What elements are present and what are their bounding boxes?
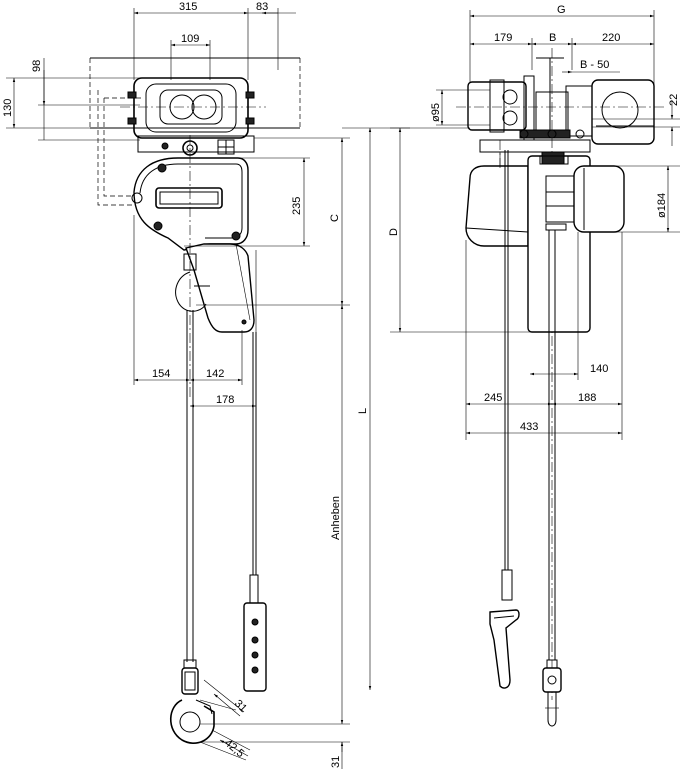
dim-179-label: 179 — [494, 32, 512, 44]
dim-phi184-label: ø184 — [656, 193, 668, 218]
front-dim-130-98 — [6, 58, 140, 141]
dim-154-label: 154 — [152, 368, 170, 380]
side-hoist-body — [465, 151, 625, 333]
dim-G-label: G — [557, 4, 566, 16]
side-dim-phi95 — [436, 89, 490, 126]
dim-245-label: 245 — [484, 392, 502, 404]
dim-142-label: 142 — [206, 368, 224, 380]
side-bottom-hook — [542, 659, 562, 727]
side-trolley — [456, 75, 666, 153]
front-hoist-body — [131, 157, 249, 251]
side-dim-140 — [530, 232, 579, 380]
side-chain — [504, 150, 556, 660]
dim-98-label: 98 — [31, 60, 43, 72]
side-dim-179-B-220 — [470, 38, 654, 70]
side-dim-22 — [592, 100, 680, 146]
dim-83-label: 83 — [256, 1, 268, 13]
front-beam — [89, 57, 301, 206]
front-pendant — [243, 574, 267, 692]
dim-31-bottom-label: 31 — [330, 756, 342, 768]
side-dim-phi184 — [590, 165, 680, 233]
dim-42-5-label: 42,5 — [222, 737, 246, 760]
dim-D-label: D — [388, 228, 400, 236]
dim-31-hook-label: 31 — [232, 698, 249, 715]
side-dim-D — [390, 127, 530, 333]
front-dim-315-83 — [133, 8, 296, 80]
front-dim-C — [196, 137, 350, 306]
front-bottom-hook — [169, 659, 251, 761]
dim-phi95-label: ø95 — [430, 103, 442, 122]
dim-178-label: 178 — [216, 394, 234, 406]
dim-315-label: 315 — [179, 1, 197, 13]
front-dim-anheben — [200, 305, 350, 769]
dim-235-label: 235 — [291, 197, 303, 215]
dim-B50-label: B - 50 — [580, 59, 609, 71]
dim-188-label: 188 — [578, 392, 596, 404]
dim-433-label: 433 — [520, 421, 538, 433]
front-chain — [186, 310, 257, 662]
dim-220-label: 220 — [602, 32, 620, 44]
front-dim-109 — [170, 40, 211, 80]
front-dim-235 — [184, 157, 310, 247]
dim-22-label: 22 — [668, 94, 680, 106]
dim-130-label: 130 — [2, 99, 14, 117]
side-view: G 179 B 220 B - 50 — [388, 4, 680, 727]
side-dim-245-188-433 — [465, 232, 623, 440]
front-view: 315 83 109 130 98 — [2, 1, 410, 769]
dim-B-label: B — [549, 32, 556, 44]
dim-109-label: 109 — [181, 33, 199, 45]
dim-140-label: 140 — [590, 363, 608, 375]
front-trolley — [120, 77, 266, 156]
dim-C-label: C — [329, 214, 341, 222]
side-dim-G — [469, 10, 655, 92]
dim-anheben-label: Anheben — [330, 496, 342, 540]
side-pendant — [489, 569, 520, 689]
dim-L-label: L — [357, 408, 369, 414]
